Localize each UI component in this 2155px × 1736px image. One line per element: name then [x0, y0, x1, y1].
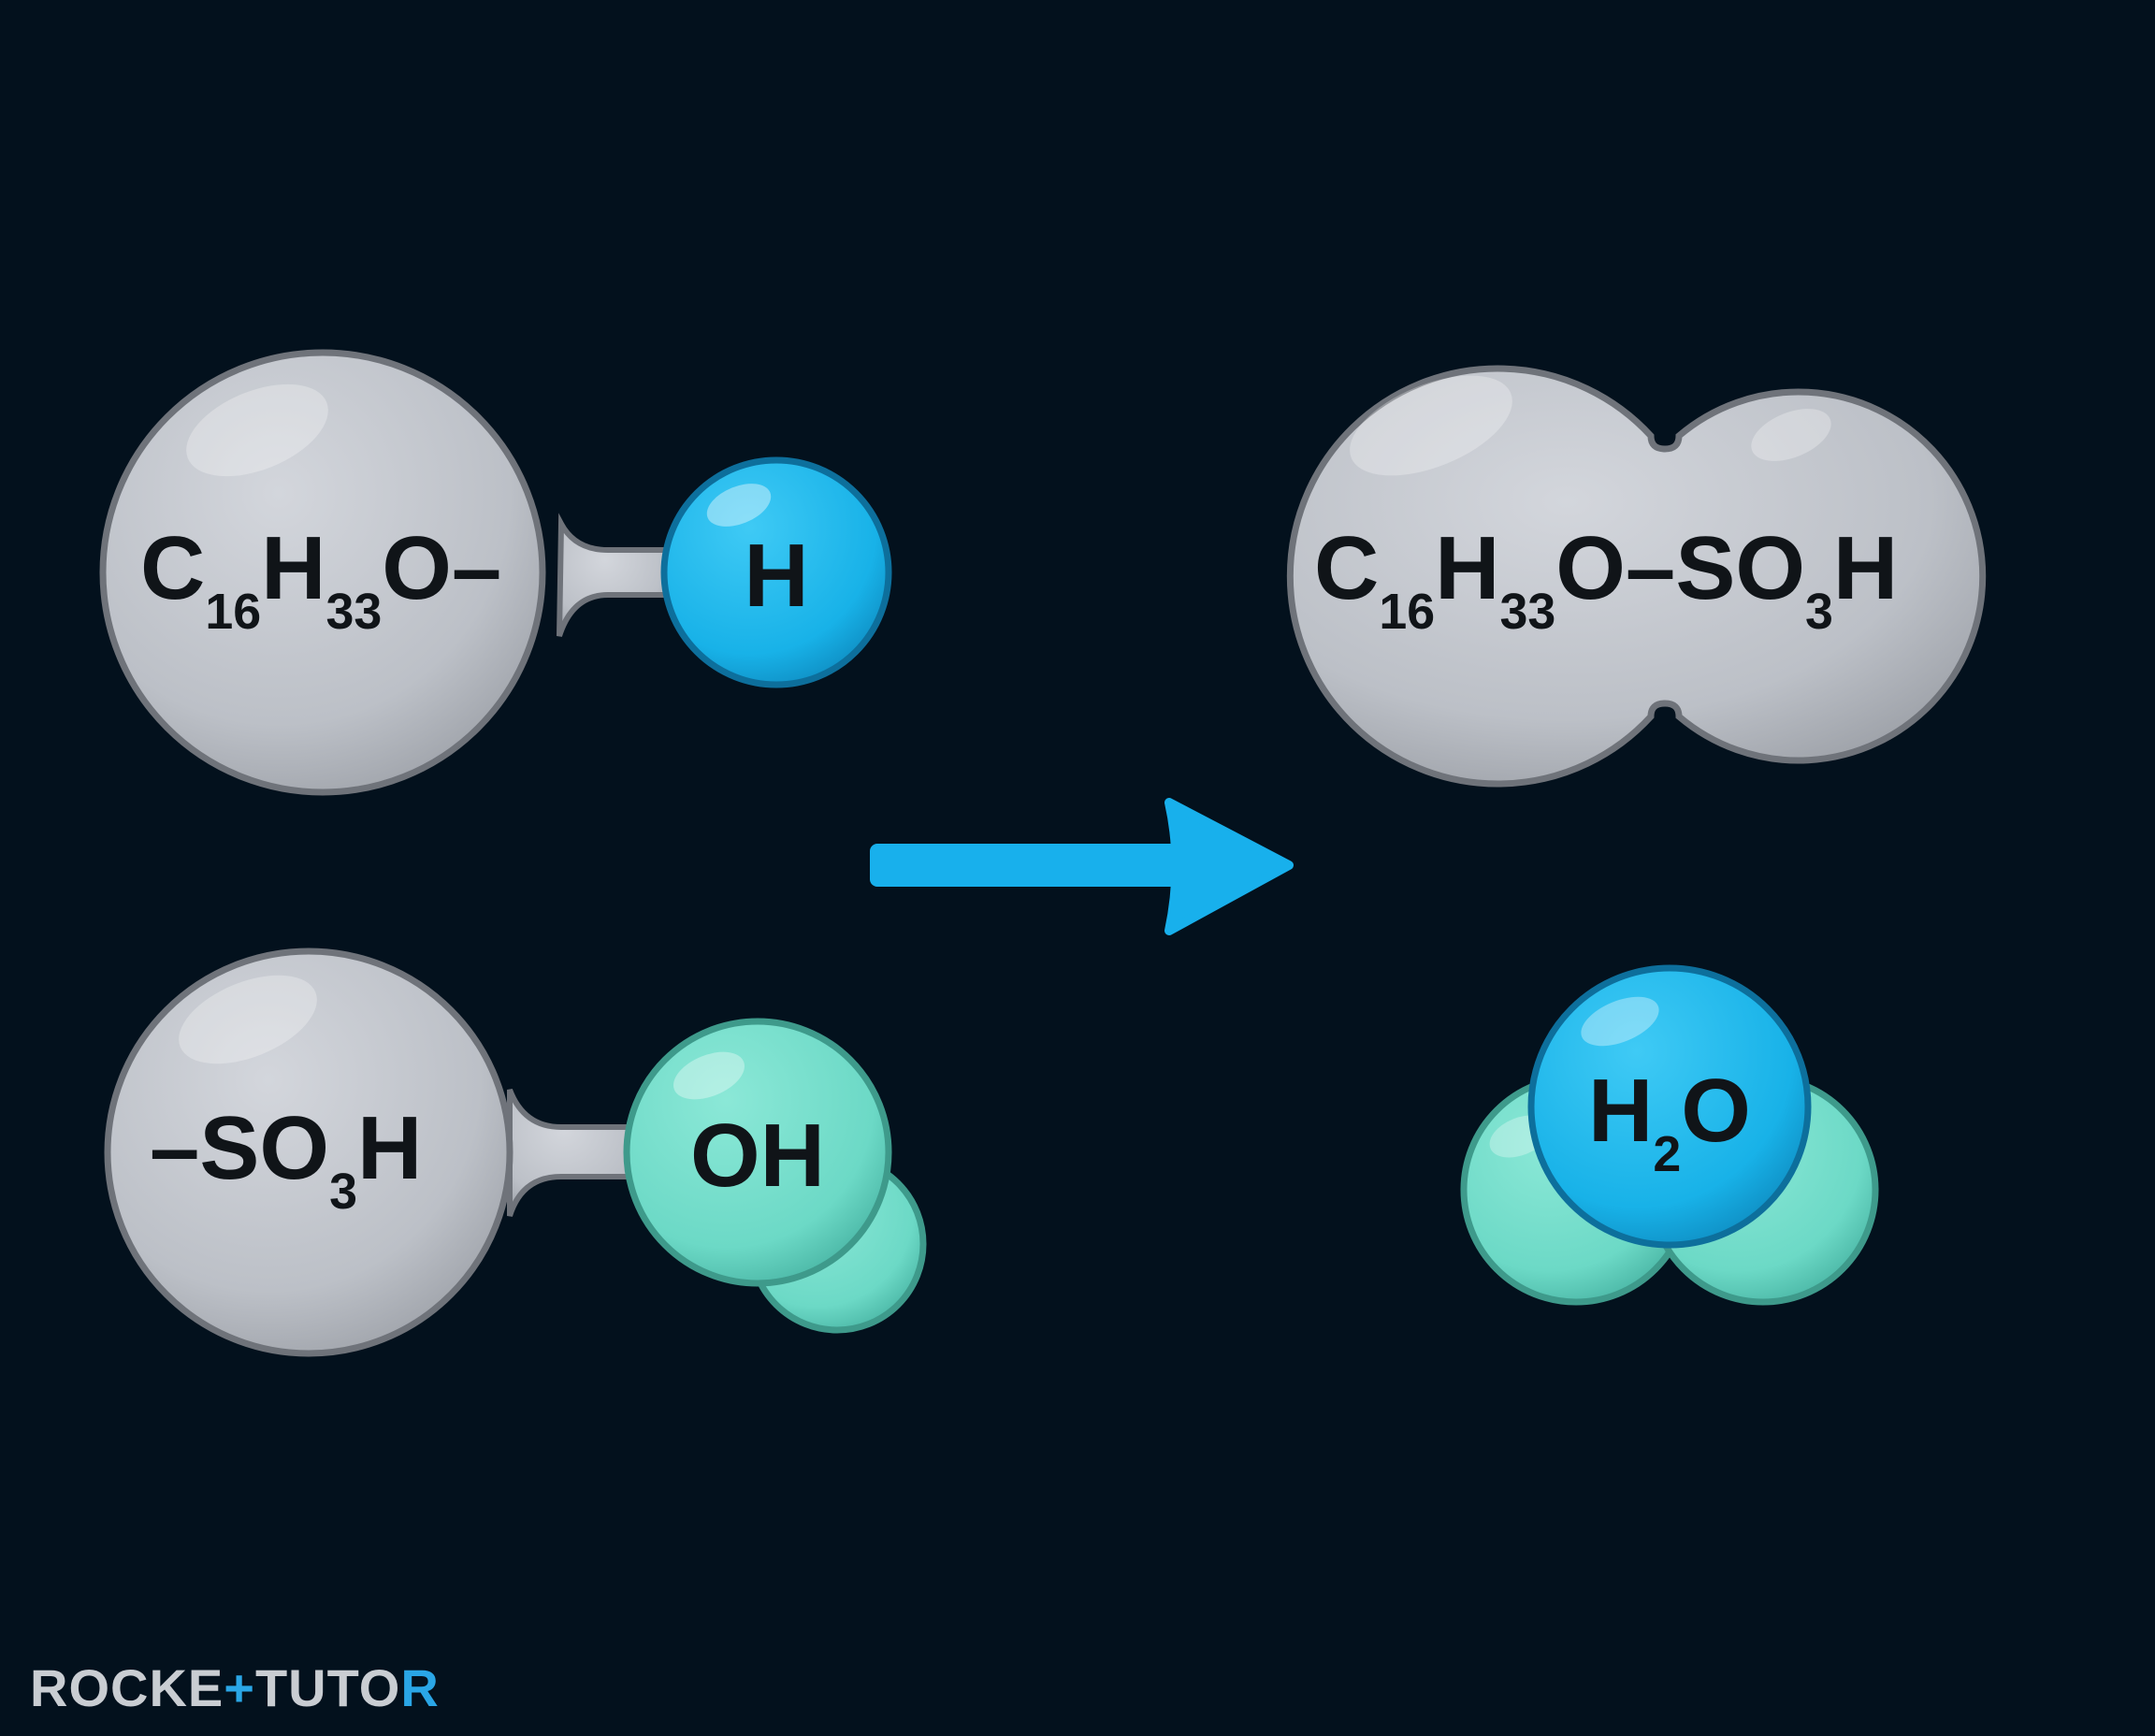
product-1-formula: C16H33O–SO3H — [1314, 518, 1898, 640]
highlight — [706, 484, 772, 527]
reactant-1-body — [99, 349, 546, 796]
reactant-2-formula: –SO3H — [150, 1098, 422, 1220]
hydroxyl-label: OH — [690, 1106, 825, 1206]
reactant-2-body — [104, 948, 513, 1357]
product-1-molecule: C16H33O–SO3H — [1286, 365, 1987, 788]
reactant-2-molecule: –SO3H OH — [104, 948, 927, 1357]
highlight — [186, 383, 328, 477]
reactant-1-formula: C16H33O– — [140, 518, 501, 640]
highlight — [673, 1051, 745, 1100]
reaction-arrow — [870, 798, 1294, 935]
reactant-1-molecule: C16H33O– H — [99, 349, 892, 796]
hydrogen-atom-sphere — [660, 456, 892, 688]
highlight — [1581, 996, 1659, 1047]
water-formula: H2O — [1588, 1061, 1751, 1182]
hydrogen-atom-label: H — [744, 526, 808, 626]
product-1-body — [1286, 365, 1987, 788]
brand-logo: ROCKE+TUTOR — [30, 1658, 440, 1717]
water-molecule-spheres: H2O — [1460, 964, 1879, 1306]
reactant-1-bond — [557, 513, 676, 637]
water-oxygen-sphere — [1527, 964, 1812, 1249]
highlight — [179, 975, 317, 1064]
hydroxyl-group-spheres — [623, 1018, 892, 1287]
highlight — [1751, 409, 1831, 461]
highlight — [1350, 375, 1512, 476]
